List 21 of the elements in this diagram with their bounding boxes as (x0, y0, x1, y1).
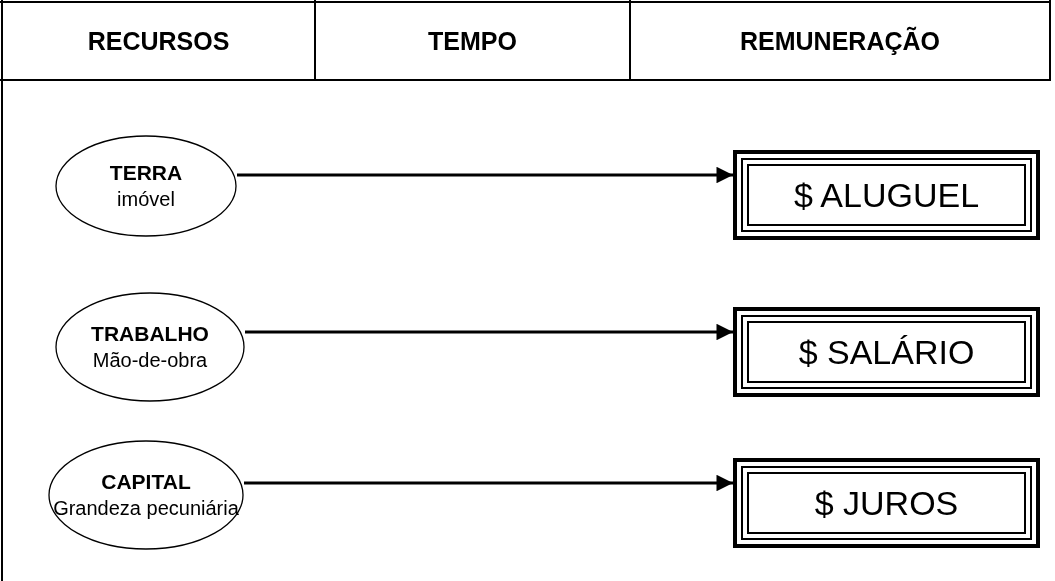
resource-name: TRABALHO (91, 321, 209, 347)
column-header: TEMPO (427, 25, 518, 57)
resource-description: imóvel (117, 187, 175, 212)
resource-description: Mão-de-obra (92, 348, 208, 373)
resource-name: CAPITAL (101, 469, 191, 495)
payment-box (733, 458, 1040, 548)
resource-ellipse (55, 135, 237, 237)
payment-label: $ ALUGUEL (793, 175, 980, 215)
resource-name: TERRA (109, 160, 183, 186)
column-header: RECURSOS (86, 25, 231, 57)
arrow (244, 474, 733, 492)
column-header: REMUNERAÇÃO (739, 25, 941, 57)
resource-ellipse (48, 440, 244, 550)
payment-box (733, 150, 1040, 240)
payment-label: $ SALÁRIO (798, 332, 975, 372)
payment-label: $ JUROS (814, 483, 959, 523)
arrow (237, 166, 733, 184)
payment-box (733, 307, 1040, 397)
resource-ellipse (55, 292, 245, 402)
resource-description: Grandeza pecuniária (53, 496, 239, 521)
arrow (245, 323, 733, 341)
